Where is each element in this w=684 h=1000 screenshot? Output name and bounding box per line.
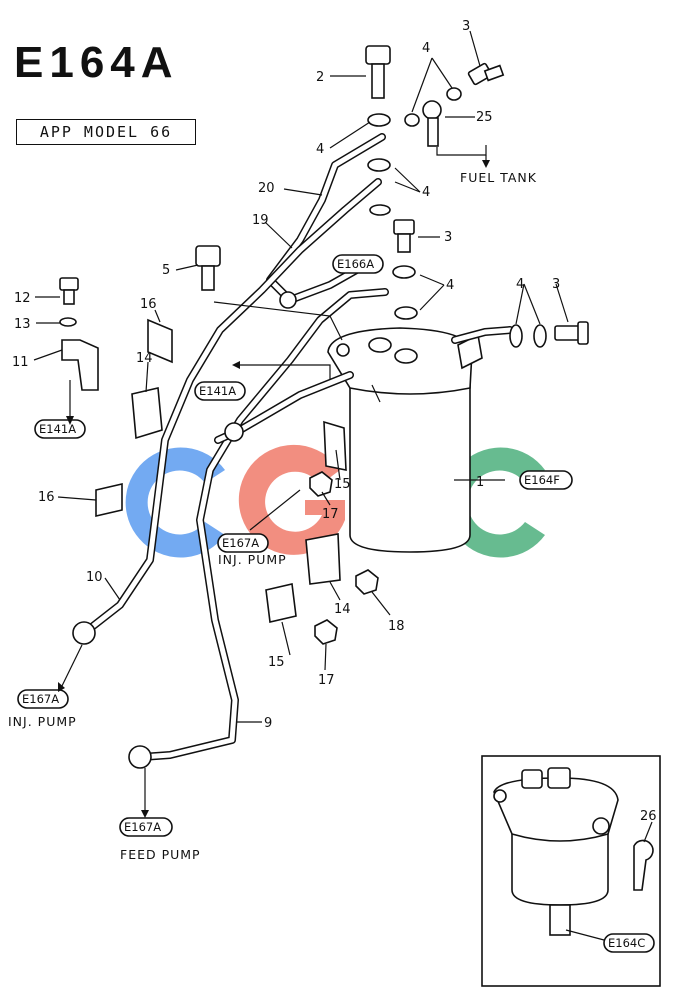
label-part-9: 9 [264, 716, 272, 731]
page-title: E164A [14, 38, 179, 87]
label-part-11: 11 [12, 355, 29, 370]
label-part-13: 13 [14, 317, 31, 332]
label-part-18: 18 [388, 619, 405, 634]
label-part-15: 15 [334, 477, 351, 492]
note-fuel-tank: FUEL TANK [460, 170, 537, 185]
label-part-4: 4 [422, 185, 430, 200]
ref-e167a-mid: E167A [222, 536, 259, 550]
label-part-20: 20 [258, 181, 275, 196]
label-part-12: 12 [14, 291, 31, 306]
ref-e164f: E164F [524, 473, 560, 487]
label-part-25: 25 [476, 110, 493, 125]
fuel-filter [327, 327, 483, 553]
pipes [84, 133, 514, 761]
label-part-3: 3 [462, 19, 470, 34]
destination-notes: FUEL TANK INJ. PUMP INJ. PUMP FEED PUMP [8, 170, 537, 862]
watermark-g [238, 444, 345, 555]
note-inj-pump-left: INJ. PUMP [8, 714, 77, 729]
ref-e167a-left: E167A [22, 692, 59, 706]
leader-lines [33, 30, 569, 816]
label-part-10: 10 [86, 570, 103, 585]
label-part-4: 4 [422, 41, 430, 56]
reference-labels: E166A E141A E141A E164F E167A E167A E167… [22, 257, 645, 950]
label-part-17: 17 [318, 673, 335, 688]
part-labels: 2 3 4 25 4 4 20 19 3 5 4 4 3 12 13 11 16… [12, 19, 657, 824]
ref-e166a: E166A [337, 257, 374, 271]
inset-panel [481, 755, 661, 987]
label-part-17: 17 [322, 507, 339, 522]
label-part-5: 5 [162, 263, 170, 278]
label-part-14: 14 [136, 351, 153, 366]
note-feed-pump: FEED PUMP [120, 847, 201, 862]
label-part-4: 4 [316, 142, 324, 157]
arrow-heads [58, 160, 490, 818]
label-part-16: 16 [140, 297, 157, 312]
label-part-16: 16 [38, 490, 55, 505]
hardware [59, 45, 589, 769]
label-part-3: 3 [552, 277, 560, 292]
ref-e141a-top: E141A [199, 384, 236, 398]
reference-bubbles [17, 254, 573, 837]
label-part-3: 3 [444, 230, 452, 245]
label-part-15: 15 [268, 655, 285, 670]
label-part-1: 1 [476, 475, 484, 490]
ref-e164c: E164C [608, 936, 645, 950]
model-box: APP MODEL 66 [16, 119, 196, 145]
label-part-4: 4 [446, 278, 454, 293]
note-inj-pump-mid: INJ. PUMP [218, 552, 287, 567]
label-part-4: 4 [516, 277, 524, 292]
label-part-2: 2 [316, 70, 324, 85]
label-part-19: 19 [252, 213, 269, 228]
label-part-26: 26 [640, 809, 657, 824]
ref-e141a-left: E141A [39, 422, 76, 436]
label-part-14: 14 [334, 602, 351, 617]
ref-e167a-bottom: E167A [124, 820, 161, 834]
